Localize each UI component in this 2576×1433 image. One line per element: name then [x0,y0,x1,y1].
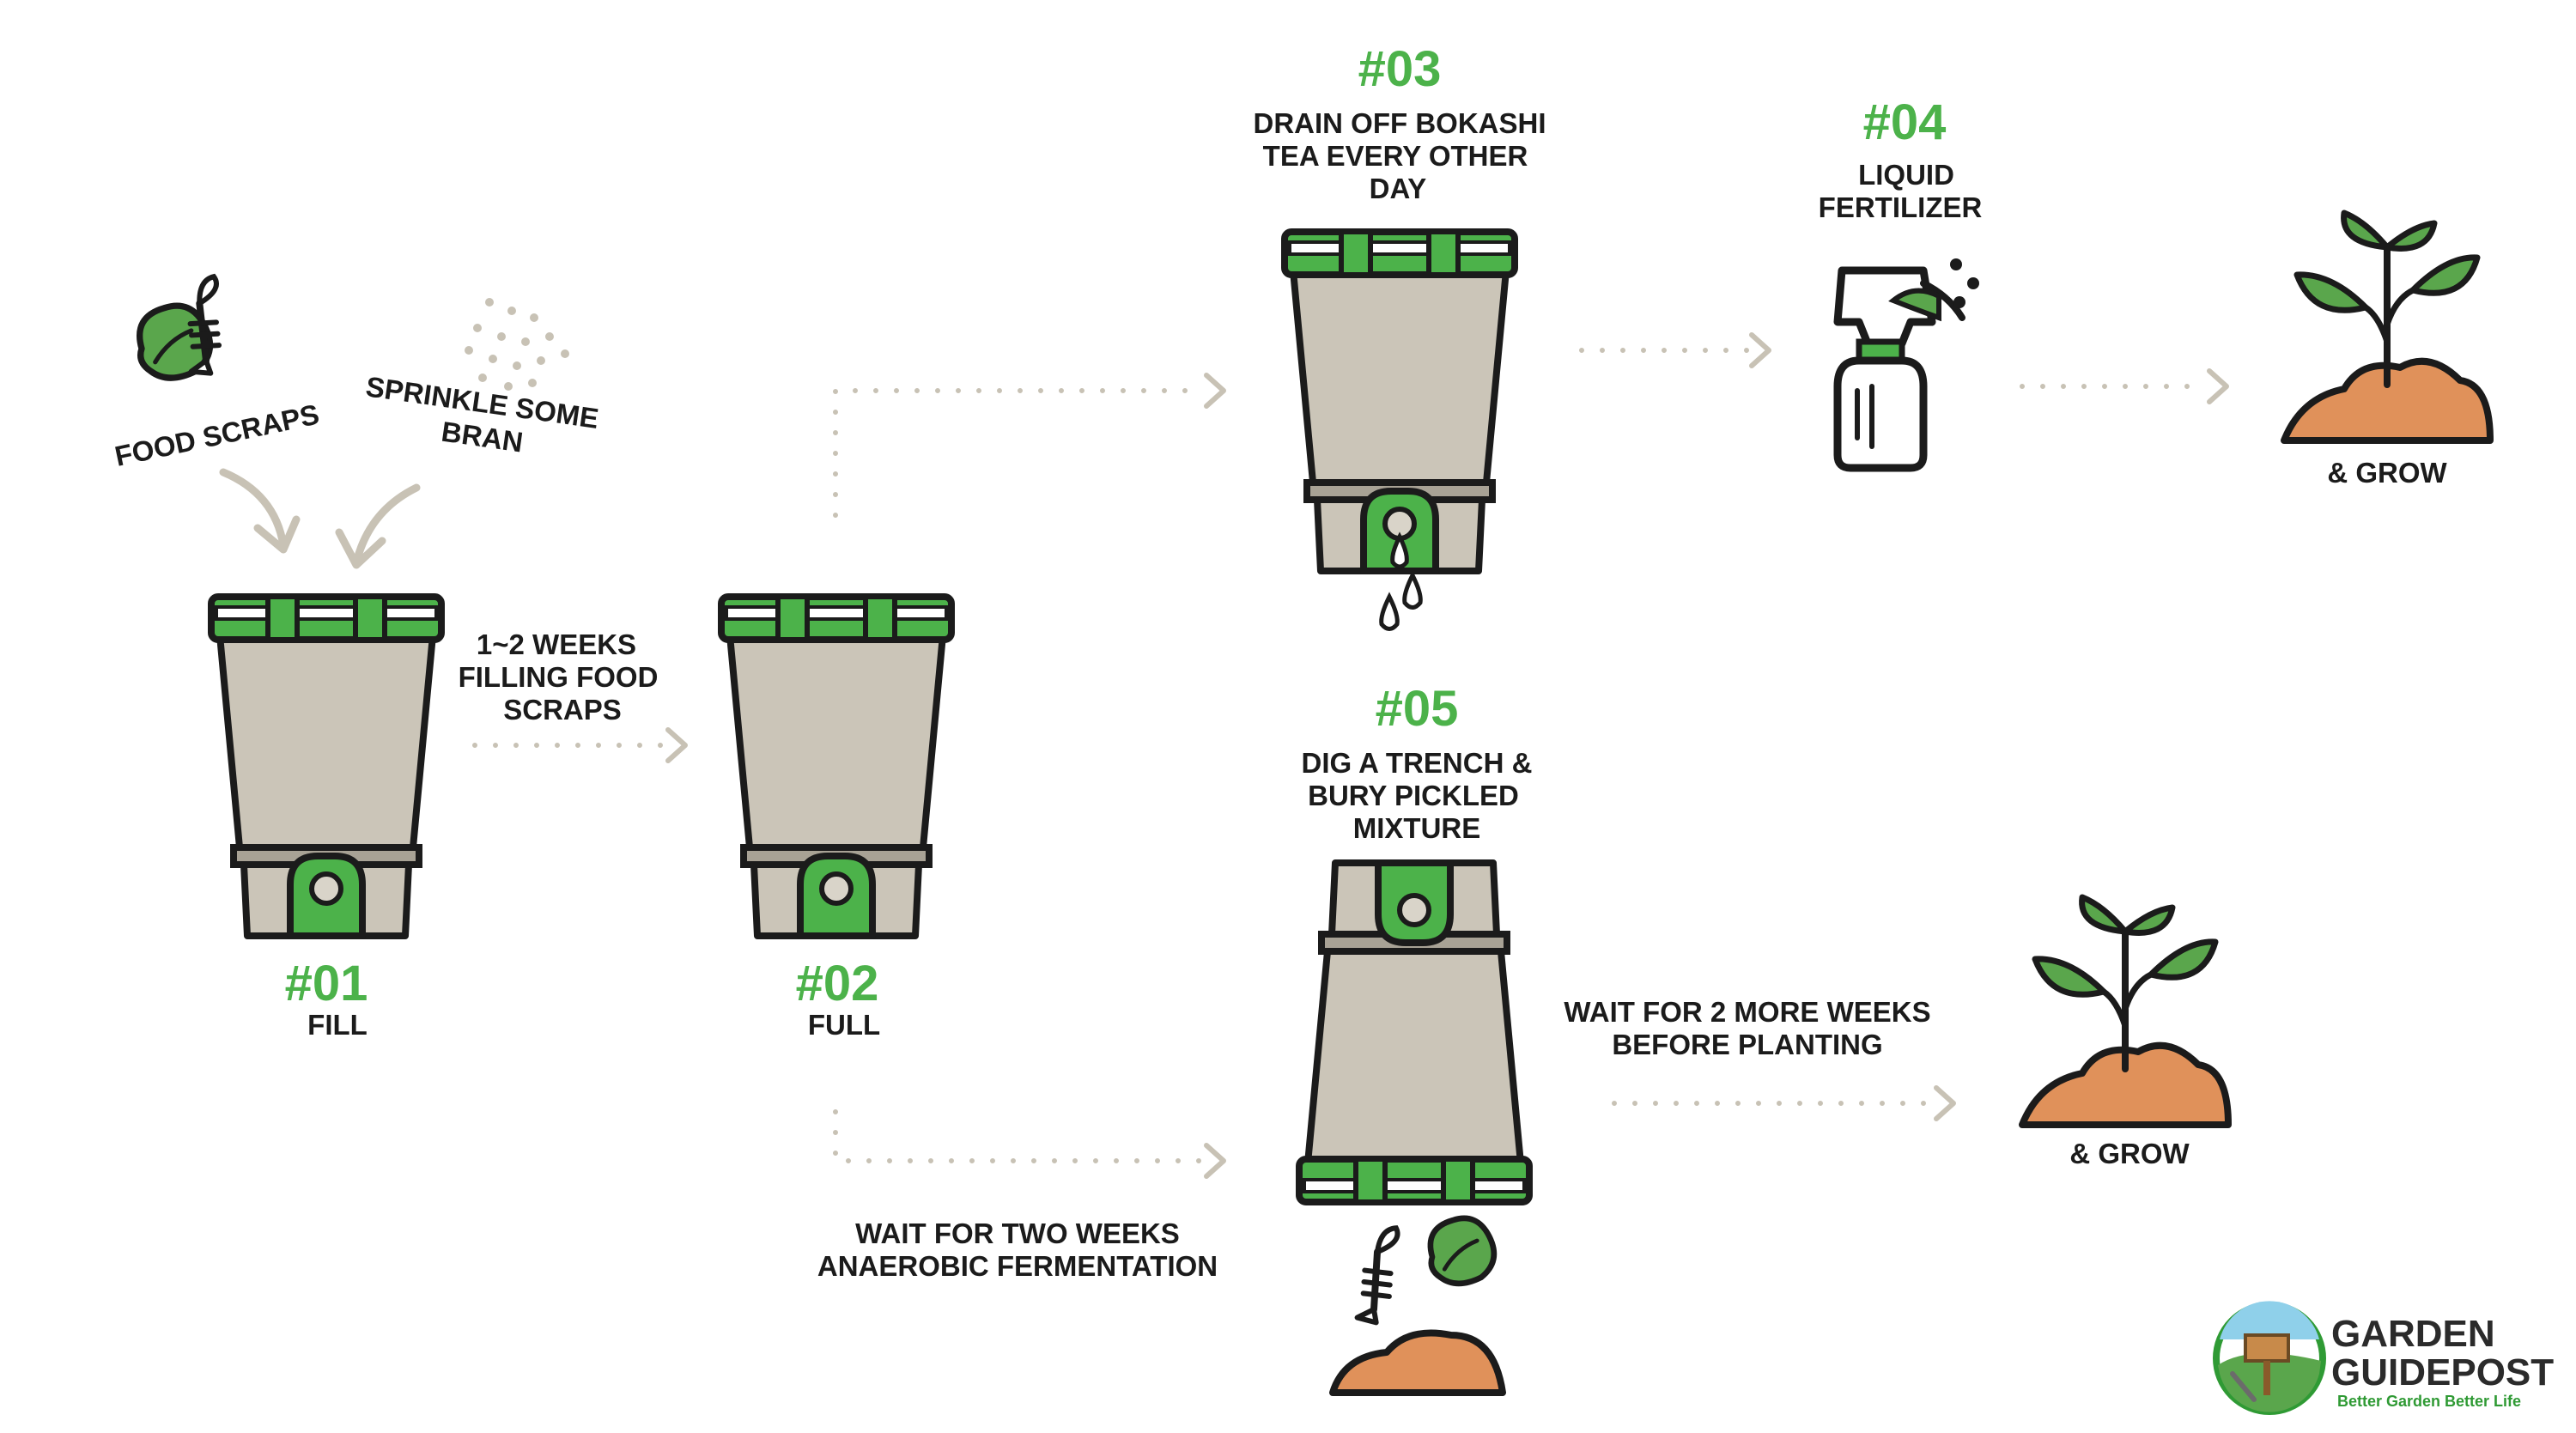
arrow-02-to-05 [833,1109,1205,1163]
step-03-number: #03 [1358,41,1442,97]
step-03-line1: DRAIN OFF BOKASHI [1254,107,1546,139]
brand-line2: GUIDEPOST [2331,1351,2554,1394]
step-05-number: #05 [1376,681,1459,737]
wait-more-line2: BEFORE PLANTING [1612,1029,1882,1060]
bran-arrow [352,483,421,567]
wait-more-line1: WAIT FOR 2 MORE WEEKS [1564,996,1930,1028]
garden-guidepost-logo [2213,1301,2326,1415]
step-02-label: FULL [808,1009,880,1041]
plant-top-icon [2284,213,2490,440]
step-04-number: #04 [1863,94,1947,150]
wait-two-weeks-line2: ANAEROBIC FERMENTATION [817,1250,1218,1282]
filling-label-line1: 1~2 WEEKS [477,628,636,660]
bucket-step-02-icon [721,597,951,936]
step-05-line2: BURY PICKLED [1308,780,1519,811]
step-01-label: FILL [307,1009,368,1041]
plant-bottom-icon [2022,897,2228,1125]
grow-top-label: & GROW [2327,457,2447,489]
spray-bottle-icon [1833,258,1979,472]
buried-fish-bone-icon [1341,1224,1423,1327]
step-02-number: #02 [796,956,879,1011]
step-05-line1: DIG A TRENCH & [1302,747,1533,779]
bucket-upside-down-icon [1299,863,1529,1202]
step-03-line2: TEA EVERY OTHER [1263,140,1528,172]
filling-label-line3: SCRAPS [503,694,622,726]
bucket-step-03-icon [1285,232,1515,571]
filling-label-line2: FILLING FOOD [459,661,659,693]
wait-two-weeks-line1: WAIT FOR TWO WEEKS [855,1217,1180,1249]
brand-tagline: Better Garden Better Life [2337,1393,2521,1410]
food-scraps-label: FOOD SCRAPS [112,398,321,472]
brand-line1: GARDEN [2331,1313,2495,1355]
arrow-02-to-03 [833,388,1205,518]
step-01-number: #01 [285,956,368,1011]
buried-lettuce-icon [1431,1218,1494,1284]
tea-drops-icon [1379,531,1423,631]
step-03-line3: DAY [1370,173,1427,204]
bran-sprinkle-icon [465,298,569,391]
grow-bottom-label: & GROW [2069,1138,2190,1169]
step-04-line1: LIQUID [1858,159,1954,191]
soil-mound-icon [1329,1329,1506,1396]
step-04-line2: FERTILIZER [1819,191,1983,223]
step-05-line3: MIXTURE [1353,812,1481,844]
food-scraps-arrow [219,468,288,550]
bucket-step-01-icon [211,597,441,936]
